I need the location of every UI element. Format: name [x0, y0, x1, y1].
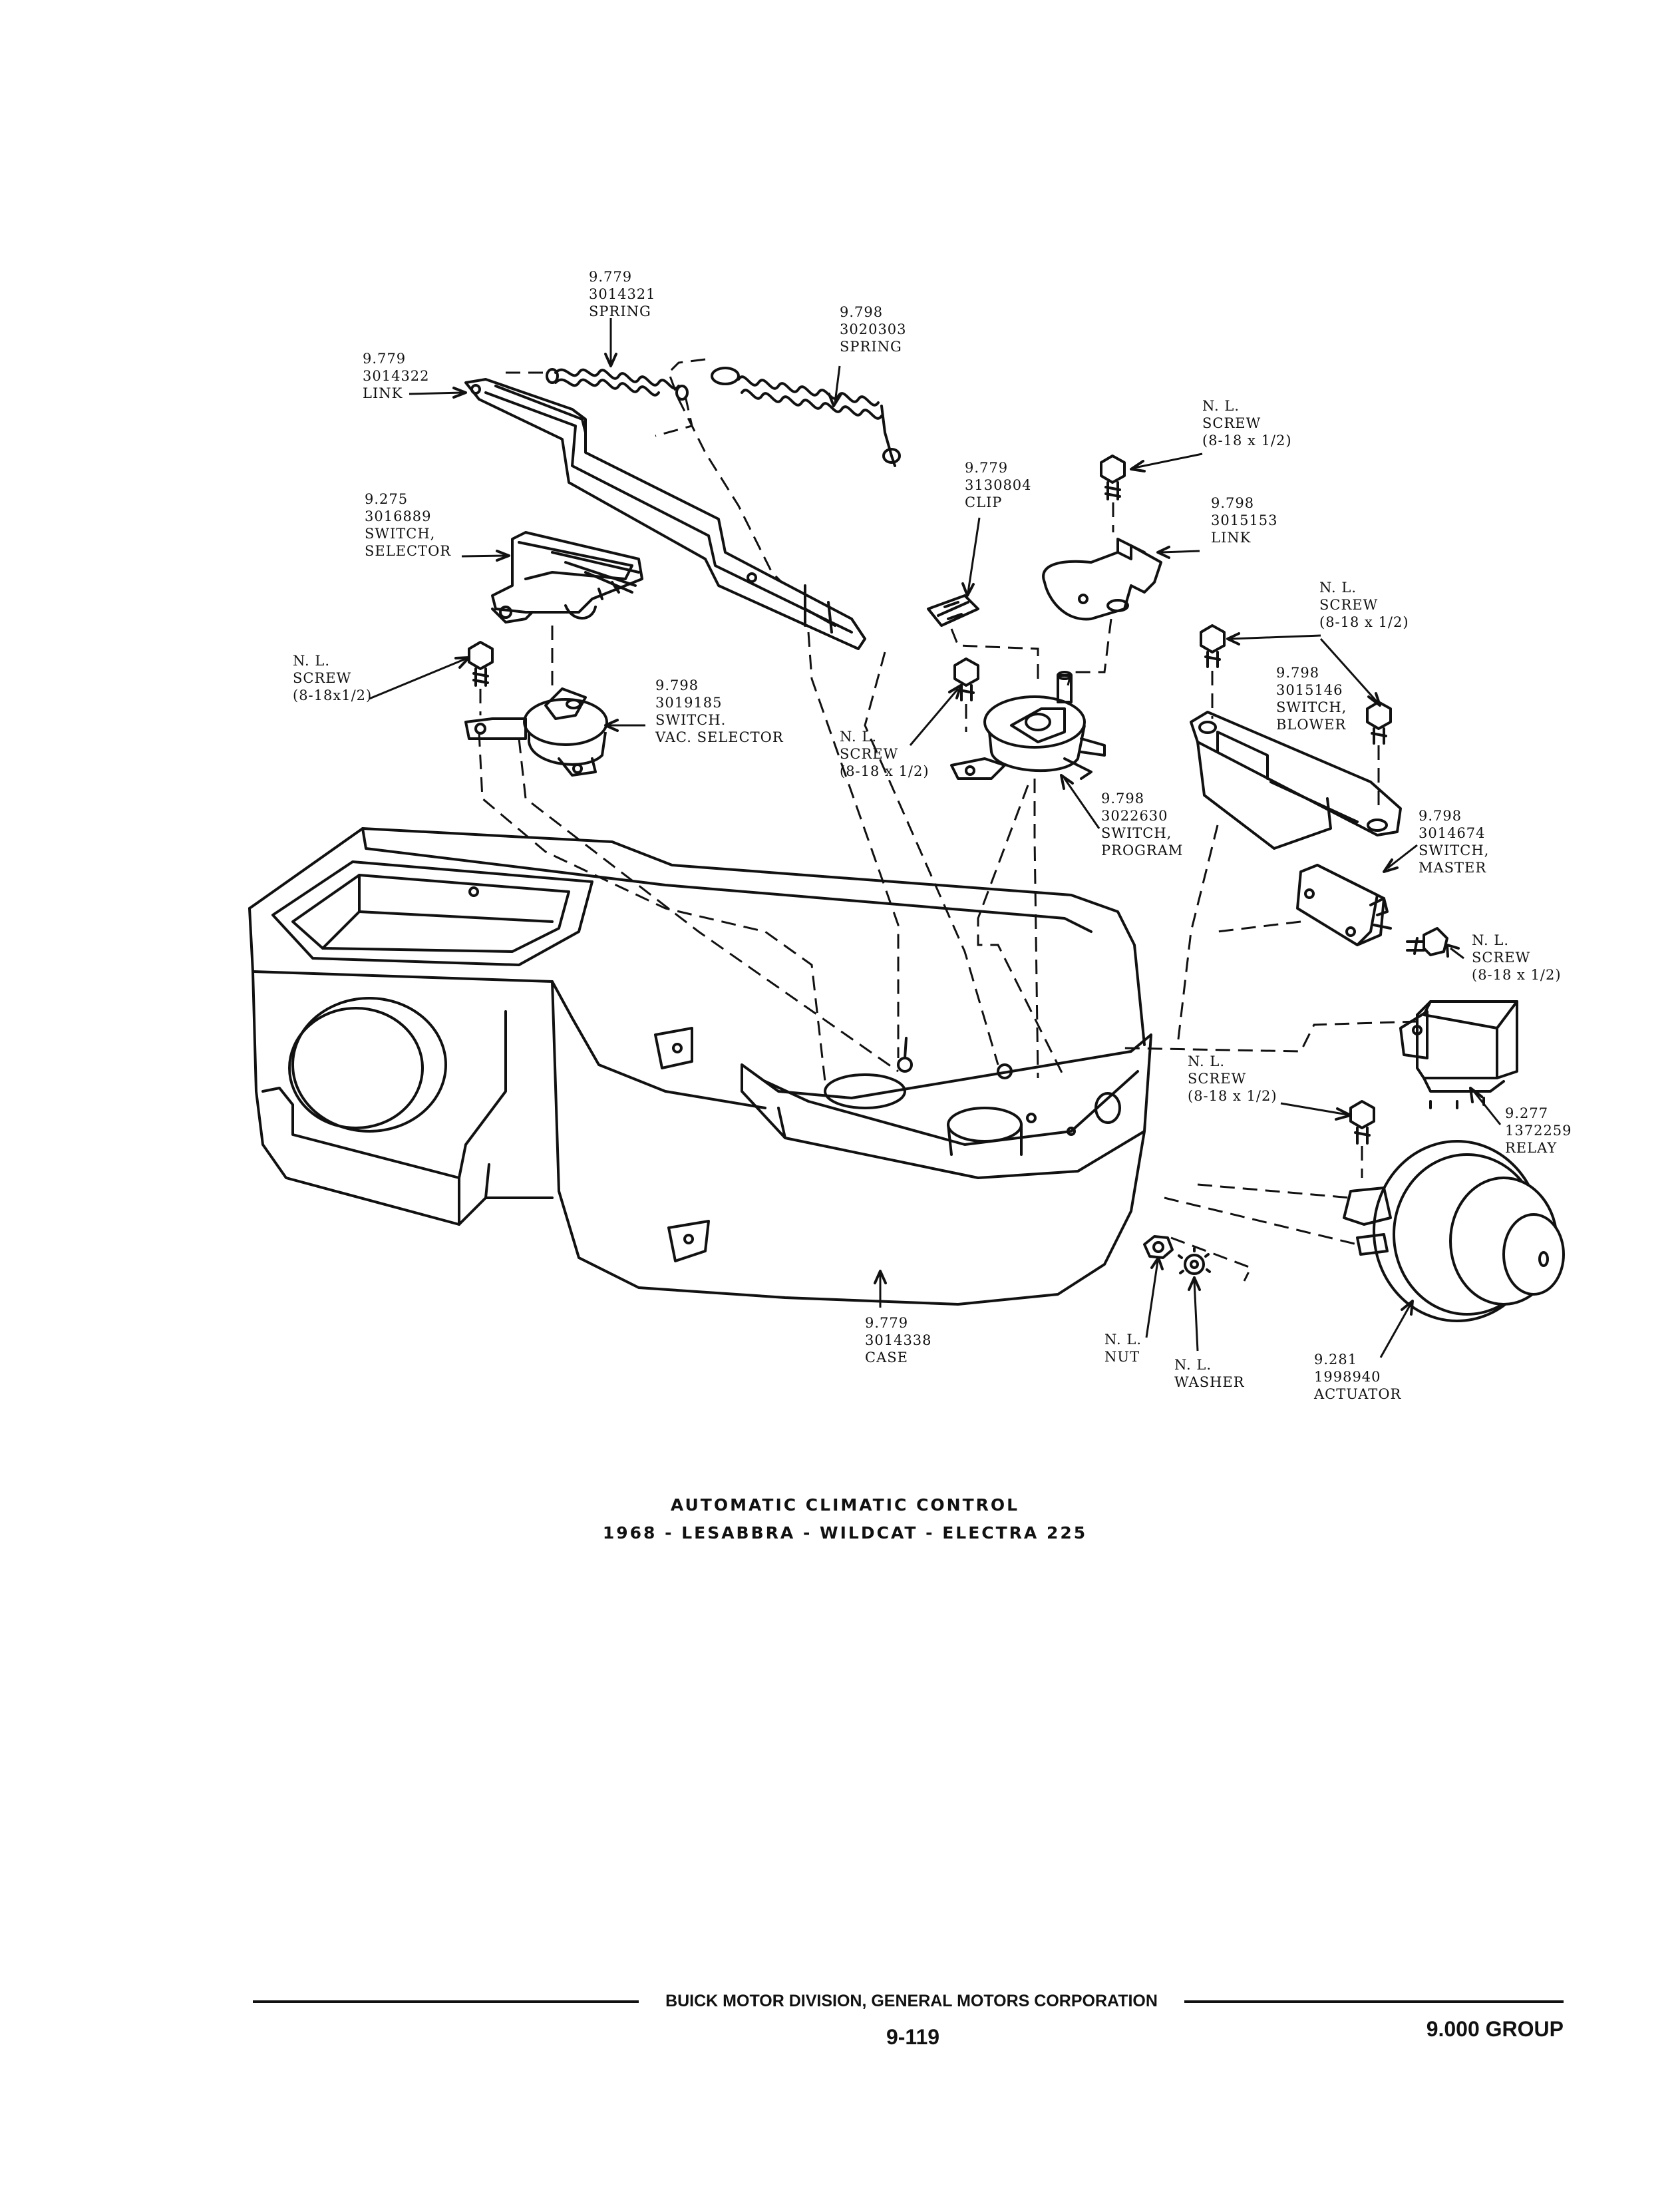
- label-nut: N. L.NUT: [1104, 1332, 1142, 1365]
- switch-program-drawing: [950, 671, 1106, 1079]
- spring-3020303-drawing: [667, 358, 901, 584]
- label-screw-lower: N. L.SCREW(8-18 x 1/2): [1188, 1053, 1277, 1104]
- footer-group: 9.000 GROUP: [1427, 2017, 1564, 2041]
- switch-blower-drawing: [1176, 711, 1402, 1045]
- link-3015153-drawing: [1042, 538, 1162, 686]
- assembly-lines: [478, 632, 1066, 1082]
- footer-page-number: 9-119: [886, 2025, 939, 2049]
- nut-drawing: [1143, 1235, 1174, 1259]
- label-screw-top: N. L.SCREW(8-18 x 1/2): [1202, 398, 1292, 449]
- clip-3130804-drawing: [927, 594, 1039, 679]
- relay-1372259-drawing: [1124, 1000, 1518, 1109]
- screw-top-drawing: [1100, 455, 1126, 532]
- screw-right-mid-drawing: [1406, 927, 1448, 956]
- screw-middle-drawing: [953, 657, 979, 732]
- caption-models: 1968 - LESABBRA - WILDCAT - ELECTRA 225: [603, 1523, 1087, 1543]
- screw-left-drawing: [468, 641, 494, 715]
- switch-master-drawing: [1217, 864, 1392, 946]
- switch-selector-drawing: [491, 531, 643, 624]
- switch-vac-selector-drawing: [464, 626, 608, 777]
- case-drawing: [248, 827, 1152, 1306]
- link-3014322-drawing: [464, 378, 866, 650]
- label-screw-right-mid: N. L.SCREW(8-18 x 1/2): [1472, 932, 1562, 983]
- actuator-1998940-drawing: [1164, 1140, 1565, 1322]
- label-screw-middle: N. L.SCREW(8-18 x 1/2): [840, 729, 929, 779]
- washer-drawing: [1170, 1236, 1253, 1282]
- screw-lower-drawing: [1349, 1100, 1375, 1178]
- label-washer: N. L.WASHER: [1174, 1357, 1245, 1390]
- caption-title: AUTOMATIC CLIMATIC CONTROL: [671, 1495, 1019, 1515]
- leader-lines: [369, 318, 1502, 1358]
- label-screw-left: N. L.SCREW(8-18x1/2): [293, 653, 372, 703]
- footer-company: BUICK MOTOR DIVISION, GENERAL MOTORS COR…: [665, 1992, 1158, 2010]
- label-screw-right-upper: N. L.SCREW(8-18 x 1/2): [1319, 580, 1409, 630]
